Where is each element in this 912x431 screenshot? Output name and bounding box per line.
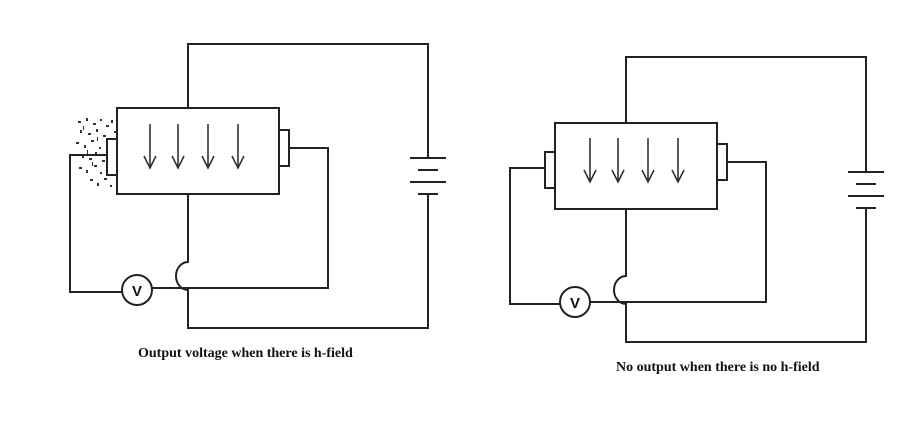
right-wire-bottom: [613, 209, 627, 320]
right-battery: [848, 171, 884, 209]
left-contact-right: [278, 129, 290, 167]
left-wire-meter-right: [152, 147, 329, 289]
right-current-arrows: [583, 138, 685, 184]
left-contact-left: [106, 138, 118, 176]
left-wire-bottom: [175, 194, 189, 305]
right-caption: No output when there is no h-field: [616, 360, 820, 375]
right-voltmeter: V: [559, 286, 591, 318]
left-hall-element: [116, 107, 280, 195]
left-wire-battery-return: [187, 194, 429, 329]
right-circuit: V: [509, 56, 884, 343]
right-wire-meter-left: [509, 167, 560, 305]
right-wire-top: [625, 56, 867, 172]
right-voltmeter-label: V: [570, 295, 580, 312]
left-caption: Output voltage when there is h-field: [138, 346, 353, 361]
left-circuit: V: [69, 43, 446, 329]
left-current-arrows: [143, 124, 245, 170]
right-hall-element: [554, 122, 718, 210]
left-wire-meter-left: [69, 154, 122, 293]
left-voltmeter-label: V: [132, 283, 142, 300]
right-contact-right: [716, 143, 728, 181]
left-voltmeter: V: [121, 274, 153, 306]
right-wire-battery-return: [625, 208, 867, 343]
right-contact-left: [544, 151, 556, 189]
left-wire-top: [187, 43, 429, 158]
left-battery: [410, 157, 446, 195]
right-wire-meter-right: [590, 161, 767, 303]
